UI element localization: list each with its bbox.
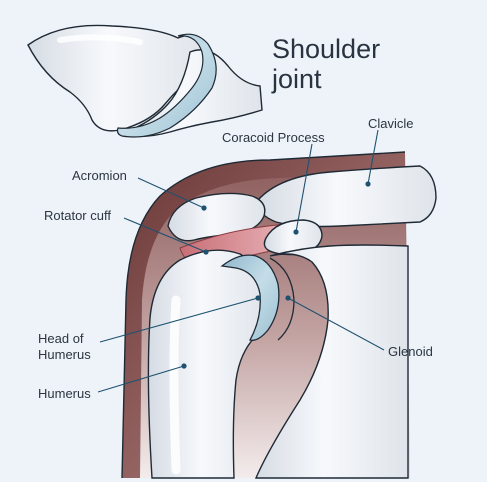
leader-humerus bbox=[97, 365, 185, 393]
leader-glenoid bbox=[287, 297, 385, 351]
leader-head-of-humerus-dot bbox=[255, 295, 261, 301]
leader-acromion-dot bbox=[201, 205, 207, 211]
glenoid-cartilage bbox=[220, 254, 280, 341]
label-clavicle: Clavicle bbox=[368, 116, 414, 131]
label-glenoid: Glenoid bbox=[388, 344, 433, 359]
leader-humerus-dot bbox=[181, 363, 187, 369]
label-head-of-humerus-line-1: Head of bbox=[38, 331, 84, 346]
label-humerus: Humerus bbox=[38, 386, 91, 401]
acromion-bone bbox=[167, 192, 266, 242]
label-coracoid-process: Coracoid Process bbox=[222, 130, 325, 145]
title-line-2: joint bbox=[272, 64, 322, 94]
title-line-1: Shoulder bbox=[272, 34, 381, 64]
main-shoulder bbox=[97, 129, 437, 479]
leader-head-of-humerus bbox=[99, 297, 259, 343]
scapula-bone bbox=[254, 244, 409, 479]
label-acromion: Acromion bbox=[72, 168, 127, 183]
leader-acromion bbox=[137, 177, 205, 209]
leader-rotator-cuff bbox=[123, 217, 207, 253]
leader-coracoid-dot bbox=[293, 229, 299, 235]
inset-joint bbox=[27, 24, 263, 138]
inset-highlight bbox=[57, 34, 143, 45]
glenoid-rim bbox=[269, 257, 295, 341]
leader-clavicle-dot bbox=[365, 181, 371, 187]
label-rotator-cuff: Rotator cuff bbox=[44, 208, 111, 223]
leader-coracoid bbox=[295, 143, 313, 233]
leader-lines bbox=[97, 129, 385, 393]
leader-rotator-cuff-dot bbox=[203, 249, 209, 255]
inset-cartilage bbox=[116, 33, 217, 138]
leader-clavicle bbox=[367, 129, 379, 185]
humerus-highlight bbox=[169, 295, 181, 475]
outer-tissue-edge bbox=[121, 151, 406, 479]
label-head-of-humerus-line-2: Humerus bbox=[38, 347, 91, 362]
leader-glenoid-dot bbox=[285, 295, 291, 301]
